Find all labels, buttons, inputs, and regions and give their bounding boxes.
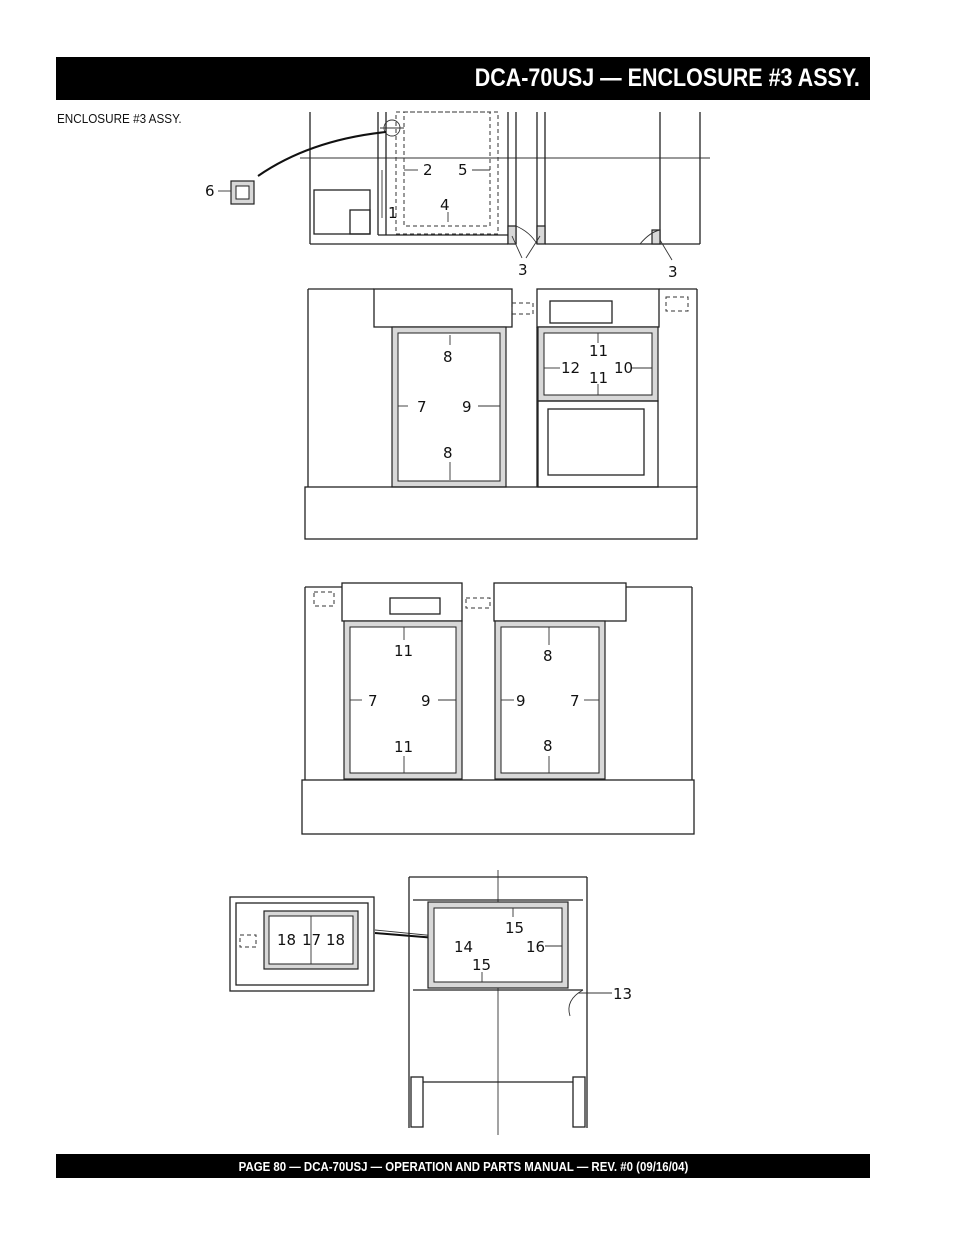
section-label: ENCLOSURE #3 ASSY. — [57, 111, 182, 126]
callout-16: 16 — [526, 938, 545, 956]
callout-12: 12 — [561, 359, 580, 377]
callout-11d: 11 — [394, 738, 413, 756]
callout-1: 1 — [388, 204, 398, 222]
callout-9a: 9 — [462, 398, 472, 416]
callout-3b: 3 — [668, 263, 678, 281]
callout-9b: 9 — [421, 692, 431, 710]
callout-18b: 18 — [326, 931, 345, 949]
callout-8b: 8 — [443, 444, 453, 462]
page-title: DCA-70USJ — ENCLOSURE #3 ASSY. — [474, 64, 860, 92]
callout-13: 13 — [613, 985, 632, 1003]
callout-4: 4 — [440, 196, 450, 214]
callout-17: 17 — [302, 931, 321, 949]
callout-11c: 11 — [394, 642, 413, 660]
callout-2: 2 — [423, 161, 433, 179]
callout-7a: 7 — [417, 398, 427, 416]
front-view: 8 7 9 8 11 12 10 11 — [304, 288, 698, 540]
callout-8a: 8 — [443, 348, 453, 366]
callout-18a: 18 — [277, 931, 296, 949]
page-footer-bar: PAGE 80 — DCA-70USJ — OPERATION AND PART… — [56, 1154, 870, 1178]
rear-view: 11 7 9 11 8 9 7 8 — [301, 582, 695, 835]
callout-3a: 3 — [518, 261, 528, 279]
callout-11a: 11 — [589, 342, 608, 360]
callout-6: 6 — [205, 182, 215, 200]
side-view: 18 17 18 14 15 16 15 13 — [229, 870, 632, 1135]
page-header-bar: DCA-70USJ — ENCLOSURE #3 ASSY. — [56, 57, 870, 100]
callout-11b: 11 — [589, 369, 608, 387]
callout-8d: 8 — [543, 737, 553, 755]
callout-14: 14 — [454, 938, 473, 956]
callout-15b: 15 — [472, 956, 491, 974]
callout-10: 10 — [614, 359, 633, 377]
callout-7b: 7 — [368, 692, 378, 710]
callout-15a: 15 — [505, 919, 524, 937]
callout-5: 5 — [458, 161, 468, 179]
callout-9c: 9 — [516, 692, 526, 710]
footer-text: PAGE 80 — DCA-70USJ — OPERATION AND PART… — [238, 1158, 688, 1174]
callout-8c: 8 — [543, 647, 553, 665]
callout-7c: 7 — [570, 692, 580, 710]
top-view: 1 2 5 4 6 3 3 — [205, 111, 710, 281]
